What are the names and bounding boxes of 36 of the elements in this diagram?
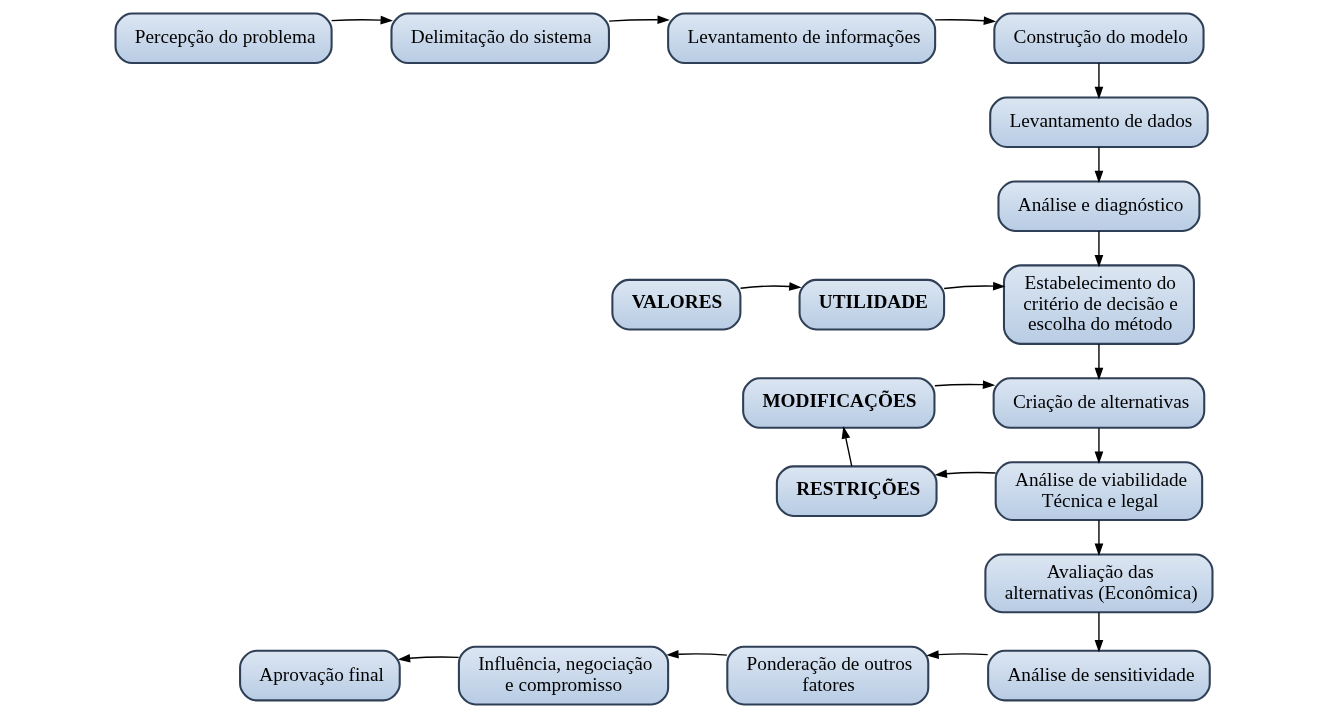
arrow — [665, 649, 728, 659]
node-box: Construção do modelo — [992, 12, 1205, 65]
node-box: Ponderação de outros fatores — [725, 645, 929, 706]
arrow — [942, 281, 1005, 291]
arrow — [1094, 427, 1103, 464]
arrow — [934, 469, 996, 479]
node-box: Influência, negociação e compromisso — [457, 645, 669, 706]
arrow — [1094, 519, 1103, 556]
node-box: Análise de viabilidade Técnica e legal — [994, 461, 1203, 522]
node-box: Levantamento de dados — [988, 96, 1209, 149]
arrow — [933, 380, 995, 389]
node-box: Análise e diagnóstico — [996, 180, 1200, 233]
arrow — [934, 16, 996, 25]
arrow — [397, 653, 459, 663]
arrow — [739, 282, 802, 291]
node-box: Criação de alternativas — [992, 377, 1205, 429]
node-box: RESTRIÇÕES — [775, 465, 938, 517]
node-box: Estabelecimento do critério de decisão e escolha do método — [1002, 264, 1195, 345]
arrow — [1094, 146, 1103, 184]
node-box: Aprovação final — [238, 649, 401, 702]
arrow — [925, 650, 988, 659]
arrow — [1094, 230, 1103, 268]
node-box: VALORES — [610, 278, 741, 331]
arrow — [607, 15, 670, 25]
node-box: Levantamento de informações — [666, 12, 936, 65]
node-box: Percepção do problema — [114, 12, 333, 65]
node-box: MODIFICAÇÕES — [741, 377, 935, 429]
arrow — [330, 15, 393, 25]
node-box: Delimitação do sistema — [389, 12, 610, 65]
arrow — [1094, 611, 1103, 653]
node-box: UTILIDADE — [798, 278, 945, 331]
arrow — [841, 426, 852, 467]
arrow — [1094, 62, 1103, 100]
node-box: Avaliação das alternativas (Econômica) — [983, 553, 1213, 614]
arrow — [1094, 343, 1103, 381]
node-box: Análise de sensitividade — [986, 649, 1211, 702]
